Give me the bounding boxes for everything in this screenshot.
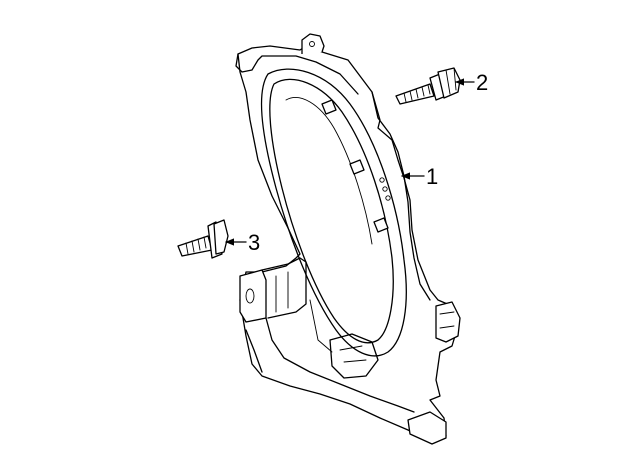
lower-bolt — [177, 219, 229, 259]
top-tab-hole — [309, 41, 315, 47]
vent-dot-2 — [382, 186, 388, 192]
lower-housing-socket — [329, 333, 379, 379]
lens-clip-top — [321, 99, 337, 115]
callout-3: 3 — [225, 230, 260, 255]
upper-bolt-threads — [403, 84, 431, 103]
lens-inner — [269, 78, 394, 344]
callout-3-number: 3 — [248, 230, 260, 255]
side-connector — [435, 301, 461, 343]
callout-2-number: 2 — [476, 70, 488, 95]
lower-bolt-shank — [177, 235, 213, 257]
side-connector-detail — [439, 311, 455, 329]
callout-1: 1 — [401, 164, 438, 189]
upper-flange — [235, 53, 359, 95]
lamp-assembly — [235, 33, 461, 445]
vent-dot-1 — [379, 177, 385, 183]
bottom-foot — [407, 411, 447, 445]
top-mount-tab — [301, 33, 325, 54]
lower-bolt-threads — [185, 236, 207, 255]
lower-housing — [245, 317, 415, 413]
lower-housing-details — [309, 299, 367, 363]
callout-2: 2 — [455, 70, 488, 95]
lens-outer — [260, 68, 407, 357]
lamp-housing-outline — [237, 45, 459, 443]
upper-bolt-head-facets — [445, 67, 457, 95]
lens-reflection — [285, 97, 373, 245]
callout-1-number: 1 — [426, 164, 438, 189]
lower-left-bracket — [239, 269, 267, 323]
lens-clip-lower — [373, 217, 389, 233]
lower-left-bracket-face — [261, 257, 307, 319]
bracket-hole — [245, 288, 255, 304]
lens-clip-middle — [349, 159, 365, 175]
right-edge-contour — [371, 91, 431, 301]
lower-bolt-head — [213, 219, 229, 255]
vent-dot-3 — [385, 195, 391, 201]
bracket-ribs — [275, 271, 289, 313]
upper-bolt — [395, 67, 461, 105]
